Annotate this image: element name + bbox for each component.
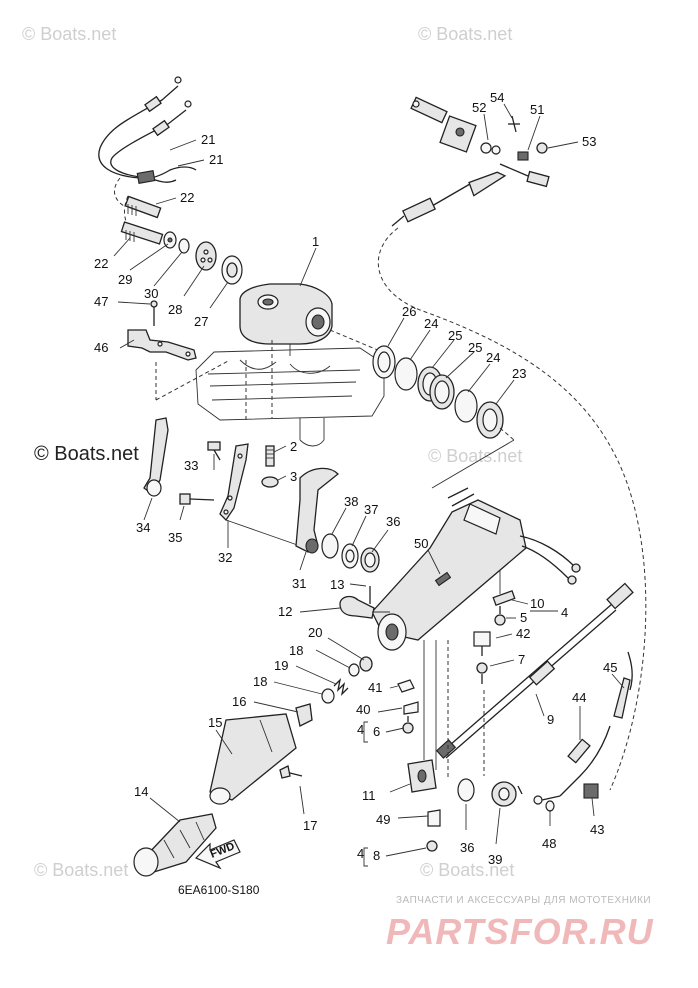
throttle-friction-knob <box>339 586 390 619</box>
callout-label: 53 <box>582 134 596 149</box>
callout-label: 51 <box>530 102 544 117</box>
callout-label: 40 <box>356 702 370 717</box>
callout-label: 45 <box>603 660 617 675</box>
callout-label: 13 <box>330 577 344 592</box>
cable-route-line <box>377 227 647 791</box>
watermark: © Boats.net <box>22 24 116 44</box>
callout-label: 5 <box>520 610 527 625</box>
shift-cable <box>533 651 633 805</box>
callout-label: 35 <box>168 530 182 545</box>
callout-label: 11 <box>362 788 376 803</box>
plate-46 <box>127 300 197 361</box>
callout-label: 39 <box>488 852 502 867</box>
remote-cable-assembly <box>98 76 197 245</box>
callout-label: 7 <box>518 652 525 667</box>
callout-label: 18 <box>289 643 303 658</box>
swivel-bracket-ghost <box>155 329 393 447</box>
callout-label: 28 <box>168 302 182 317</box>
callout-label: 4 <box>357 846 364 861</box>
watermark-primary: © Boats.net <box>34 443 139 465</box>
throttle-link-assembly <box>391 96 550 227</box>
callout-label: 24 <box>424 316 438 331</box>
callout-label: 31 <box>292 576 306 591</box>
watermark: © Boats.net <box>418 24 512 44</box>
washer-group-upper <box>163 231 243 285</box>
callout-label: 42 <box>516 626 530 641</box>
callout-label: 36 <box>460 840 474 855</box>
callout-label: 29 <box>118 272 132 287</box>
spring-washers <box>321 656 373 704</box>
callout-label: 16 <box>232 694 246 709</box>
watermark: © Boats.net <box>420 860 514 880</box>
callout-label: 41 <box>368 680 382 695</box>
callout-label: 19 <box>274 658 288 673</box>
callout-label: 32 <box>218 550 232 565</box>
callout-label: 12 <box>278 604 292 619</box>
callout-label: 30 <box>144 286 158 301</box>
callout-label: 2 <box>290 439 297 454</box>
callout-label: 4 <box>357 722 364 737</box>
callout-label: 50 <box>414 536 428 551</box>
callout-label: 24 <box>486 350 500 365</box>
callout-label: 6 <box>373 724 380 739</box>
bolt-2-nut-3 <box>261 445 279 488</box>
callout-label: 49 <box>376 812 390 827</box>
fwd-arrow: FWD <box>194 839 241 870</box>
callout-label: 22 <box>180 190 194 205</box>
callout-label: 14 <box>134 784 148 799</box>
steering-handle-bracket <box>371 487 581 770</box>
callout-label: 36 <box>386 514 400 529</box>
callout-label: 38 <box>344 494 358 509</box>
callout-label: 9 <box>547 712 554 727</box>
watermark: © Boats.net <box>428 446 522 466</box>
friction-parts <box>143 417 307 549</box>
callout-label: 21 <box>209 152 223 167</box>
callout-label: 37 <box>364 502 378 517</box>
callout-label: 34 <box>136 520 150 535</box>
callout-label: 25 <box>468 340 482 355</box>
callout-label: 43 <box>590 822 604 837</box>
callout-label: 4 <box>561 605 568 620</box>
callout-label: 1 <box>312 234 319 249</box>
callout-label: 20 <box>308 625 322 640</box>
bushing-stack <box>372 345 515 489</box>
callout-label: 33 <box>184 458 198 473</box>
callout-label: 47 <box>94 294 108 309</box>
cable-clamps <box>473 606 506 684</box>
callout-label: 26 <box>402 304 416 319</box>
callouts: 1 2 3 4 4 4 5 6 7 8 9 10 11 12 13 14 15 <box>94 90 625 867</box>
brand-subtitle: ЗАПЧАСТИ И АКСЕССУАРЫ ДЛЯ МОТОТЕХНИКИ <box>396 895 651 906</box>
callout-label: 15 <box>208 715 222 730</box>
callout-label: 21 <box>201 132 215 147</box>
callout-label: 48 <box>542 836 556 851</box>
callout-label: 44 <box>572 690 586 705</box>
callout-label: 23 <box>512 366 526 381</box>
watermark: © Boats.net <box>34 860 128 880</box>
steering-bracket-upper <box>239 283 333 356</box>
callout-label: 8 <box>373 848 380 863</box>
callout-label: 3 <box>290 469 297 484</box>
washers-36-38 <box>321 533 380 573</box>
callout-label: 10 <box>530 596 544 611</box>
callout-label: 18 <box>253 674 267 689</box>
tiller-handle <box>133 703 313 877</box>
drawing-code: 6EA6100-S180 <box>178 883 260 897</box>
friction-lever-31 <box>295 467 339 554</box>
callout-label: 22 <box>94 256 108 271</box>
throttle-cable <box>435 582 634 759</box>
callout-label: 52 <box>472 100 486 115</box>
callout-label: 17 <box>303 818 317 833</box>
callout-label: 54 <box>490 90 504 105</box>
callout-label: 25 <box>448 328 462 343</box>
callout-label: 27 <box>194 314 208 329</box>
lower-small-parts <box>397 640 555 852</box>
callout-label: 46 <box>94 340 108 355</box>
brand-name: PARTSFOR.RU <box>386 911 654 952</box>
